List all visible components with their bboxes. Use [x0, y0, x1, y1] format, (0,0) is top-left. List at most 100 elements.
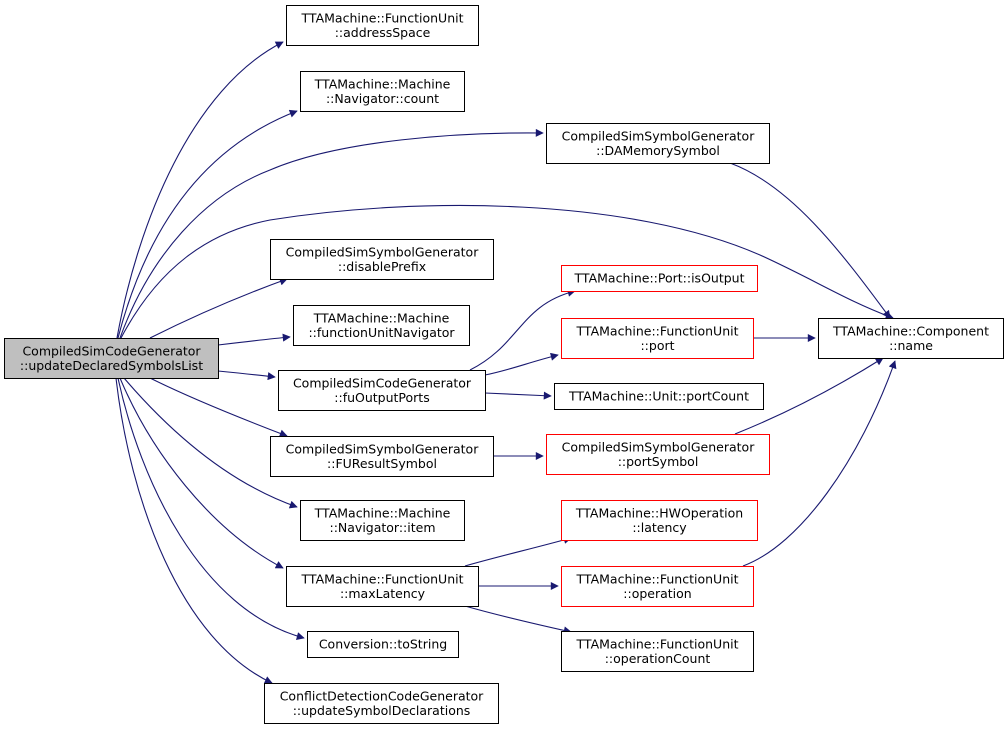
edge-root-to-updateSymbolDecl	[115, 377, 273, 684]
edge-fuOutputPorts-to-portCount	[484, 391, 552, 400]
node-box	[264, 683, 499, 724]
node-addressSpace[interactable]: TTAMachine::FunctionUnit::addressSpace	[286, 5, 479, 46]
node-box	[561, 631, 754, 672]
node-box	[293, 305, 470, 346]
node-label: TTAMachine::Machine	[314, 76, 451, 91]
edge-root-to-addressSpace	[116, 41, 284, 339]
node-label: TTAMachine::Component	[832, 323, 989, 338]
node-box	[561, 566, 754, 607]
node-box	[561, 318, 754, 359]
node-label: TTAMachine::FunctionUnit	[576, 636, 739, 651]
node-fuOperation[interactable]: TTAMachine::FunctionUnit::operation	[561, 566, 754, 607]
node-label: CompiledSimCodeGenerator	[22, 343, 201, 358]
edge-fuOperation-to-componentName	[742, 360, 897, 567]
node-label: ::functionUnitNavigator	[308, 325, 455, 340]
node-daMemorySymbol[interactable]: CompiledSimSymbolGenerator::DAMemorySymb…	[546, 123, 770, 164]
node-box	[561, 500, 758, 541]
node-box	[554, 383, 764, 410]
node-label: ::port	[640, 338, 674, 353]
edge-root-to-fuResultSymbol	[149, 377, 288, 438]
node-box	[300, 71, 465, 112]
edge-root-to-navCount	[117, 109, 298, 339]
node-toString[interactable]: Conversion::toString	[307, 631, 459, 658]
node-label: ::maxLatency	[340, 586, 426, 601]
edge-fuOutputPorts-to-fuPort	[484, 352, 559, 376]
node-label: TTAMachine::FunctionUnit	[576, 323, 739, 338]
node-label: CompiledSimCodeGenerator	[293, 375, 472, 390]
edge-fuOutputPorts-to-isOutput	[469, 288, 576, 371]
node-fuOutputPorts[interactable]: CompiledSimCodeGenerator::fuOutputPorts	[278, 370, 486, 411]
node-portSymbol[interactable]: CompiledSimSymbolGenerator::portSymbol	[546, 434, 770, 475]
node-isOutput[interactable]: TTAMachine::Port::isOutput	[561, 265, 758, 292]
node-box	[546, 434, 770, 475]
node-box	[307, 631, 459, 658]
node-portCount[interactable]: TTAMachine::Unit::portCount	[554, 383, 764, 410]
node-label: TTAMachine::FunctionUnit	[301, 571, 464, 586]
edge-root-to-componentName	[120, 204, 894, 339]
node-box	[286, 5, 479, 46]
node-label: ::updateDeclaredSymbolsList	[20, 358, 203, 373]
node-navCount[interactable]: TTAMachine::Machine::Navigator::count	[300, 71, 465, 112]
node-operationCount[interactable]: TTAMachine::FunctionUnit::operationCount	[561, 631, 754, 672]
node-box	[270, 436, 494, 477]
node-label: ::disablePrefix	[338, 259, 426, 274]
node-label: ::DAMemorySymbol	[596, 143, 720, 158]
node-root[interactable]: CompiledSimCodeGenerator::updateDeclared…	[4, 338, 219, 379]
node-label: ::name	[889, 338, 933, 353]
node-label: ::operation	[623, 586, 691, 601]
edge-root-to-toString	[117, 377, 305, 640]
nodes-layer: CompiledSimCodeGenerator::updateDeclared…	[4, 5, 1004, 724]
node-hwLatency[interactable]: TTAMachine::HWOperation::latency	[561, 500, 758, 541]
node-componentName[interactable]: TTAMachine::Component::name	[818, 318, 1004, 359]
edge-daMemorySymbol-to-componentName	[729, 162, 891, 319]
node-label: ::portSymbol	[618, 454, 699, 469]
edge-root-to-navItem	[123, 377, 298, 509]
node-label: CompiledSimSymbolGenerator	[562, 439, 756, 454]
node-label: TTAMachine::Port::isOutput	[574, 271, 745, 286]
node-label: ::addressSpace	[335, 25, 431, 40]
node-navItem[interactable]: TTAMachine::Machine::Navigator::item	[300, 500, 465, 541]
node-label: ConflictDetectionCodeGenerator	[280, 688, 484, 703]
node-box	[561, 265, 758, 292]
edges-layer	[115, 41, 897, 684]
node-box	[4, 338, 219, 379]
node-label: TTAMachine::FunctionUnit	[576, 571, 739, 586]
node-box	[546, 123, 770, 164]
node-label: ::fuOutputPorts	[334, 390, 429, 405]
edge-root-to-daMemorySymbol	[119, 128, 544, 339]
node-disablePrefix[interactable]: CompiledSimSymbolGenerator::disablePrefi…	[270, 239, 494, 280]
node-fuResultSymbol[interactable]: CompiledSimSymbolGenerator::FUResultSymb…	[270, 436, 494, 477]
edge-maxLatency-to-hwLatency	[464, 536, 572, 567]
edge-portSymbol-to-componentName	[734, 357, 884, 435]
edge-root-to-maxLatency	[119, 377, 284, 569]
edge-root-to-disablePrefix	[149, 277, 288, 339]
node-label: TTAMachine::FunctionUnit	[301, 10, 464, 25]
node-label: ::Navigator::item	[329, 520, 435, 535]
node-label: CompiledSimSymbolGenerator	[286, 441, 480, 456]
edge-root-to-fuNavigator	[217, 333, 291, 346]
edge-maxLatency-to-operationCount	[464, 605, 572, 635]
node-label: TTAMachine::HWOperation	[575, 505, 743, 520]
node-label: ::operationCount	[605, 651, 711, 666]
node-label: TTAMachine::Machine	[314, 505, 451, 520]
node-label: CompiledSimSymbolGenerator	[562, 128, 756, 143]
node-box	[270, 239, 494, 280]
node-fuNavigator[interactable]: TTAMachine::Machine::functionUnitNavigat…	[293, 305, 470, 346]
node-label: ::Navigator::count	[326, 91, 439, 106]
node-box	[278, 370, 486, 411]
node-label: ::updateSymbolDeclarations	[293, 703, 471, 718]
node-label: TTAMachine::Unit::portCount	[568, 389, 749, 404]
node-box	[300, 500, 465, 541]
node-fuPort[interactable]: TTAMachine::FunctionUnit::port	[561, 318, 754, 359]
node-updateSymbolDecl[interactable]: ConflictDetectionCodeGenerator::updateSy…	[264, 683, 499, 724]
node-label: TTAMachine::Machine	[313, 310, 450, 325]
node-label: ::latency	[632, 520, 687, 535]
node-box	[818, 318, 1004, 359]
node-maxLatency[interactable]: TTAMachine::FunctionUnit::maxLatency	[286, 566, 479, 607]
node-box	[286, 566, 479, 607]
node-label: CompiledSimSymbolGenerator	[286, 244, 480, 259]
node-label: ::FUResultSymbol	[327, 456, 437, 471]
node-label: Conversion::toString	[319, 637, 447, 652]
edge-root-to-fuOutputPorts	[217, 370, 276, 381]
